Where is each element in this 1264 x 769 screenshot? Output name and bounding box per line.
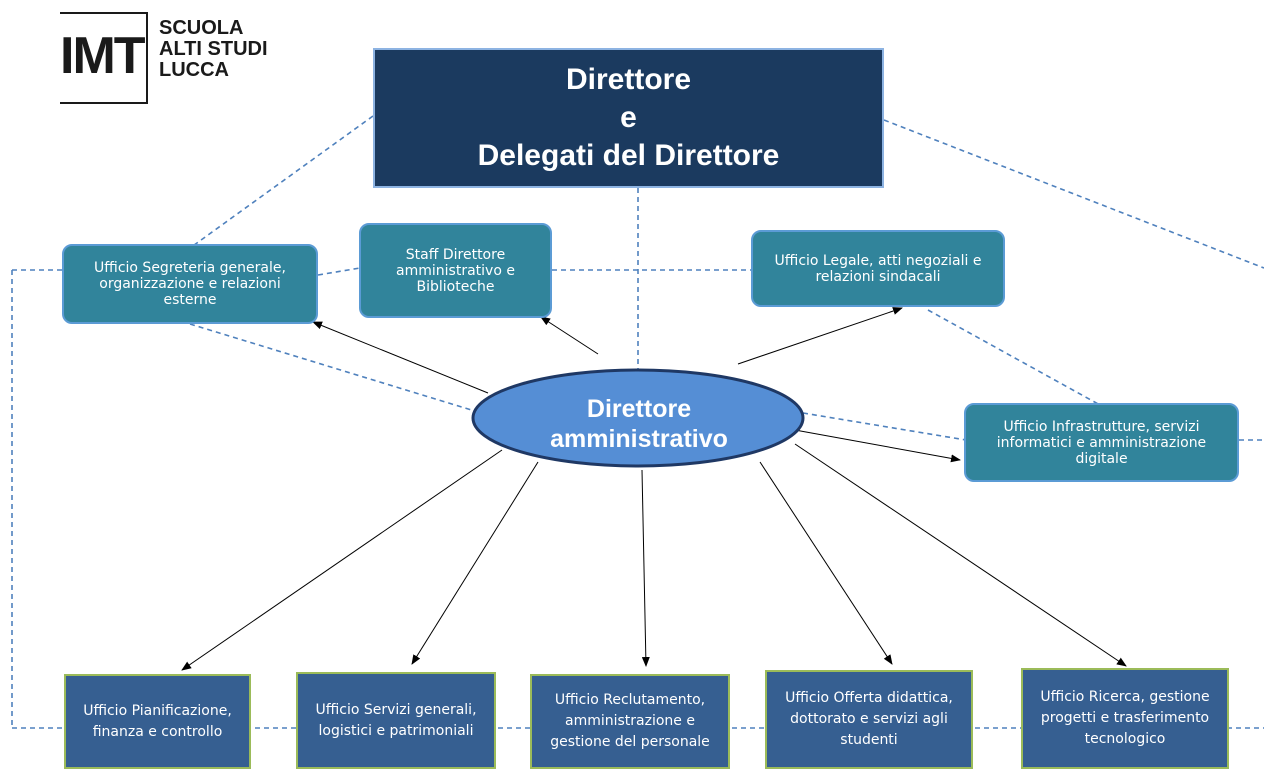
arrow-to-servizi xyxy=(411,461,539,665)
arrow-to-segreteria xyxy=(312,321,489,394)
office-reclutamento-label: Ufficio Reclutamento, amministrazione e … xyxy=(550,692,710,750)
arrow-to-staff xyxy=(540,316,599,355)
dashed-legale-infra xyxy=(927,309,1101,406)
dashed-segreteria-ellipse xyxy=(189,323,479,413)
arrow-to-legale xyxy=(737,307,903,365)
arrow-connectors xyxy=(181,307,1127,671)
direttore-box: Direttore e Delegati del Direttore xyxy=(373,48,884,188)
office-ricerca-box: Ufficio Ricerca, gestione progetti e tra… xyxy=(1021,668,1229,769)
office-servizi-box: Ufficio Servizi generali, logistici e pa… xyxy=(296,672,496,769)
logo-line-2: ALTI STUDI xyxy=(159,38,268,60)
logo-frame xyxy=(60,12,148,104)
office-legale-label: Ufficio Legale, atti negoziali e relazio… xyxy=(774,252,982,285)
office-staff-box: Staff Direttore amministrativo e Bibliot… xyxy=(359,223,552,318)
center-line-2: amministrativo xyxy=(550,425,728,453)
arrow-to-offerta xyxy=(759,461,893,665)
office-pianificazione-label: Ufficio Pianificazione, finanza e contro… xyxy=(83,702,232,740)
logo-text: SCUOLA ALTI STUDI LUCCA xyxy=(159,18,279,81)
logo-line-1: SCUOLA xyxy=(159,17,244,39)
dashed-top-to-segreteria xyxy=(189,115,374,249)
arrow-to-infra xyxy=(794,429,961,463)
office-offerta-label: Ufficio Offerta didattica, dottorato e s… xyxy=(785,690,953,748)
dashed-ellipse-infra xyxy=(802,412,967,441)
office-segreteria-label: Ufficio Segreteria generale, organizzazi… xyxy=(94,260,286,308)
logo-mark: IMT xyxy=(60,27,146,85)
direttore-title-line-1: Direttore xyxy=(565,63,692,96)
direttore-title-line-3: Delegati del Direttore xyxy=(477,139,780,172)
office-pianificazione-box: Ufficio Pianificazione, finanza e contro… xyxy=(64,674,251,769)
office-reclutamento-box: Ufficio Reclutamento, amministrazione e … xyxy=(530,674,730,769)
arrow-to-reclutamento xyxy=(641,469,650,667)
office-segreteria-box: Ufficio Segreteria generale, organizzazi… xyxy=(62,244,318,324)
office-offerta-box: Ufficio Offerta didattica, dottorato e s… xyxy=(765,670,973,769)
office-infrastrutture-box: Ufficio Infrastrutture, servizi informat… xyxy=(964,403,1239,482)
arrow-to-ricerca xyxy=(794,443,1127,667)
logo-line-3: LUCCA xyxy=(159,59,229,81)
dashed-segreteria-staff xyxy=(317,267,361,276)
dashed-top-to-right xyxy=(883,119,1264,269)
office-staff-label: Staff Direttore amministrativo e Bibliot… xyxy=(396,246,515,295)
direttore-amministrativo-label: Direttore amministrativo xyxy=(474,378,804,470)
office-legale-box: Ufficio Legale, atti negoziali e relazio… xyxy=(751,230,1005,307)
office-servizi-label: Ufficio Servizi generali, logistici e pa… xyxy=(315,701,477,739)
center-line-1: Direttore xyxy=(586,395,692,423)
direttore-title-line-2: e xyxy=(620,101,637,134)
direttore-amministrativo-ellipse xyxy=(471,368,805,468)
arrow-to-pianificazione xyxy=(181,449,503,671)
office-infrastrutture-label: Ufficio Infrastrutture, servizi informat… xyxy=(996,418,1207,467)
office-ricerca-label: Ufficio Ricerca, gestione progetti e tra… xyxy=(1040,689,1210,747)
